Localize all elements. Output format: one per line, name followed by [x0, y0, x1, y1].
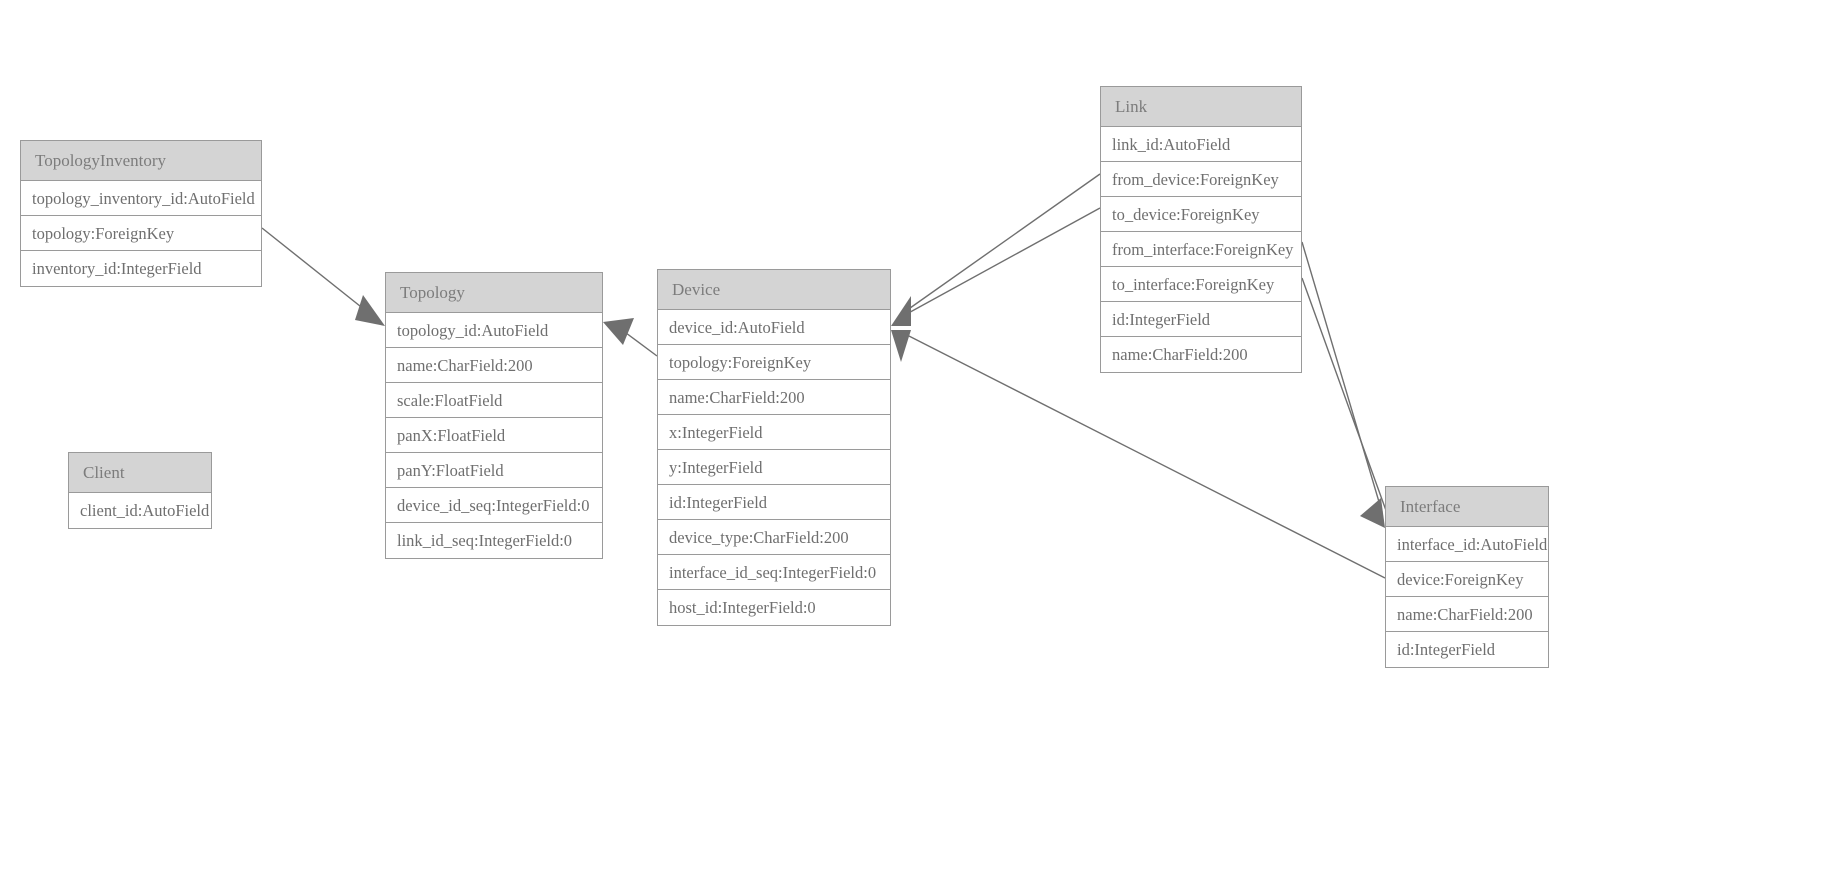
entity-field[interactable]: name:CharField:200 [386, 348, 602, 383]
entity-topology[interactable]: Topology topology_id:AutoField name:Char… [385, 272, 603, 559]
entity-topologyinventory[interactable]: TopologyInventory topology_inventory_id:… [20, 140, 262, 287]
entity-title: Topology [386, 273, 602, 313]
entity-field[interactable]: interface_id:AutoField [1386, 527, 1548, 562]
edge-device-topology [603, 318, 658, 357]
entity-field[interactable]: topology:ForeignKey [658, 345, 890, 380]
entity-field-list: interface_id:AutoField device:ForeignKey… [1386, 527, 1548, 667]
entity-link[interactable]: Link link_id:AutoField from_device:Forei… [1100, 86, 1302, 373]
entity-field[interactable]: to_device:ForeignKey [1101, 197, 1301, 232]
entity-title: Device [658, 270, 890, 310]
entity-field[interactable]: name:CharField:200 [658, 380, 890, 415]
entity-field[interactable]: to_interface:ForeignKey [1101, 267, 1301, 302]
entity-field[interactable]: id:IntegerField [658, 485, 890, 520]
entity-field[interactable]: inventory_id:IntegerField [32, 259, 202, 278]
entity-field[interactable]: x:IntegerField [658, 415, 890, 450]
entity-title: Client [69, 453, 211, 493]
entity-field[interactable]: topology_inventory_id:AutoField [21, 181, 261, 216]
entity-field[interactable]: from_interface:ForeignKey [1101, 232, 1301, 267]
entity-field[interactable]: scale:FloatField [386, 383, 602, 418]
entity-field[interactable]: client_id:AutoField [80, 501, 210, 520]
entity-field[interactable]: from_device:ForeignKey [1101, 162, 1301, 197]
entity-field-list: device_id:AutoField topology:ForeignKey … [658, 310, 890, 625]
entity-field-list: link_id:AutoField from_device:ForeignKey… [1101, 127, 1301, 372]
entity-device[interactable]: Device device_id:AutoField topology:Fore… [657, 269, 891, 626]
edge-link-from-device [902, 173, 1101, 314]
entity-client[interactable]: Client client_id:AutoField [68, 452, 212, 529]
entity-field[interactable]: name:CharField:200 [1112, 345, 1248, 364]
entity-field[interactable]: link_id:AutoField [1101, 127, 1301, 162]
entity-field[interactable]: name:CharField:200 [1386, 597, 1548, 632]
entity-field[interactable]: id:IntegerField [1101, 302, 1301, 337]
entity-field[interactable]: id:IntegerField [1397, 640, 1496, 659]
entity-field[interactable]: y:IntegerField [658, 450, 890, 485]
edge-topologyinventory-topology [261, 227, 385, 326]
edge-link-to-device [902, 207, 1101, 317]
entity-field[interactable]: device_id:AutoField [658, 310, 890, 345]
entity-field-list: client_id:AutoField [69, 493, 211, 528]
entity-field[interactable]: topology:ForeignKey [21, 216, 261, 251]
entity-title: TopologyInventory [21, 141, 261, 181]
entity-field[interactable]: panY:FloatField [386, 453, 602, 488]
arrowhead-interface [1360, 498, 1385, 528]
arrowhead-device-lower [891, 330, 911, 362]
entity-field[interactable]: interface_id_seq:IntegerField:0 [658, 555, 890, 590]
arrowhead-device-upper [891, 296, 911, 326]
entity-field[interactable]: link_id_seq:IntegerField:0 [397, 531, 573, 550]
entity-field[interactable]: panX:FloatField [386, 418, 602, 453]
entity-field[interactable]: device:ForeignKey [1386, 562, 1548, 597]
entity-title: Interface [1386, 487, 1548, 527]
entity-field-list: topology_inventory_id:AutoField topology… [21, 181, 261, 286]
entity-field[interactable]: host_id:IntegerField:0 [669, 598, 816, 617]
entity-title: Link [1101, 87, 1301, 127]
entity-field[interactable]: topology_id:AutoField [386, 313, 602, 348]
entity-field[interactable]: device_id_seq:IntegerField:0 [386, 488, 602, 523]
edge-link-from-interface [1301, 241, 1383, 513]
entity-field[interactable]: device_type:CharField:200 [658, 520, 890, 555]
entity-field-list: topology_id:AutoField name:CharField:200… [386, 313, 602, 558]
entity-interface[interactable]: Interface interface_id:AutoField device:… [1385, 486, 1549, 668]
edge-link-to-interface [1301, 277, 1389, 517]
